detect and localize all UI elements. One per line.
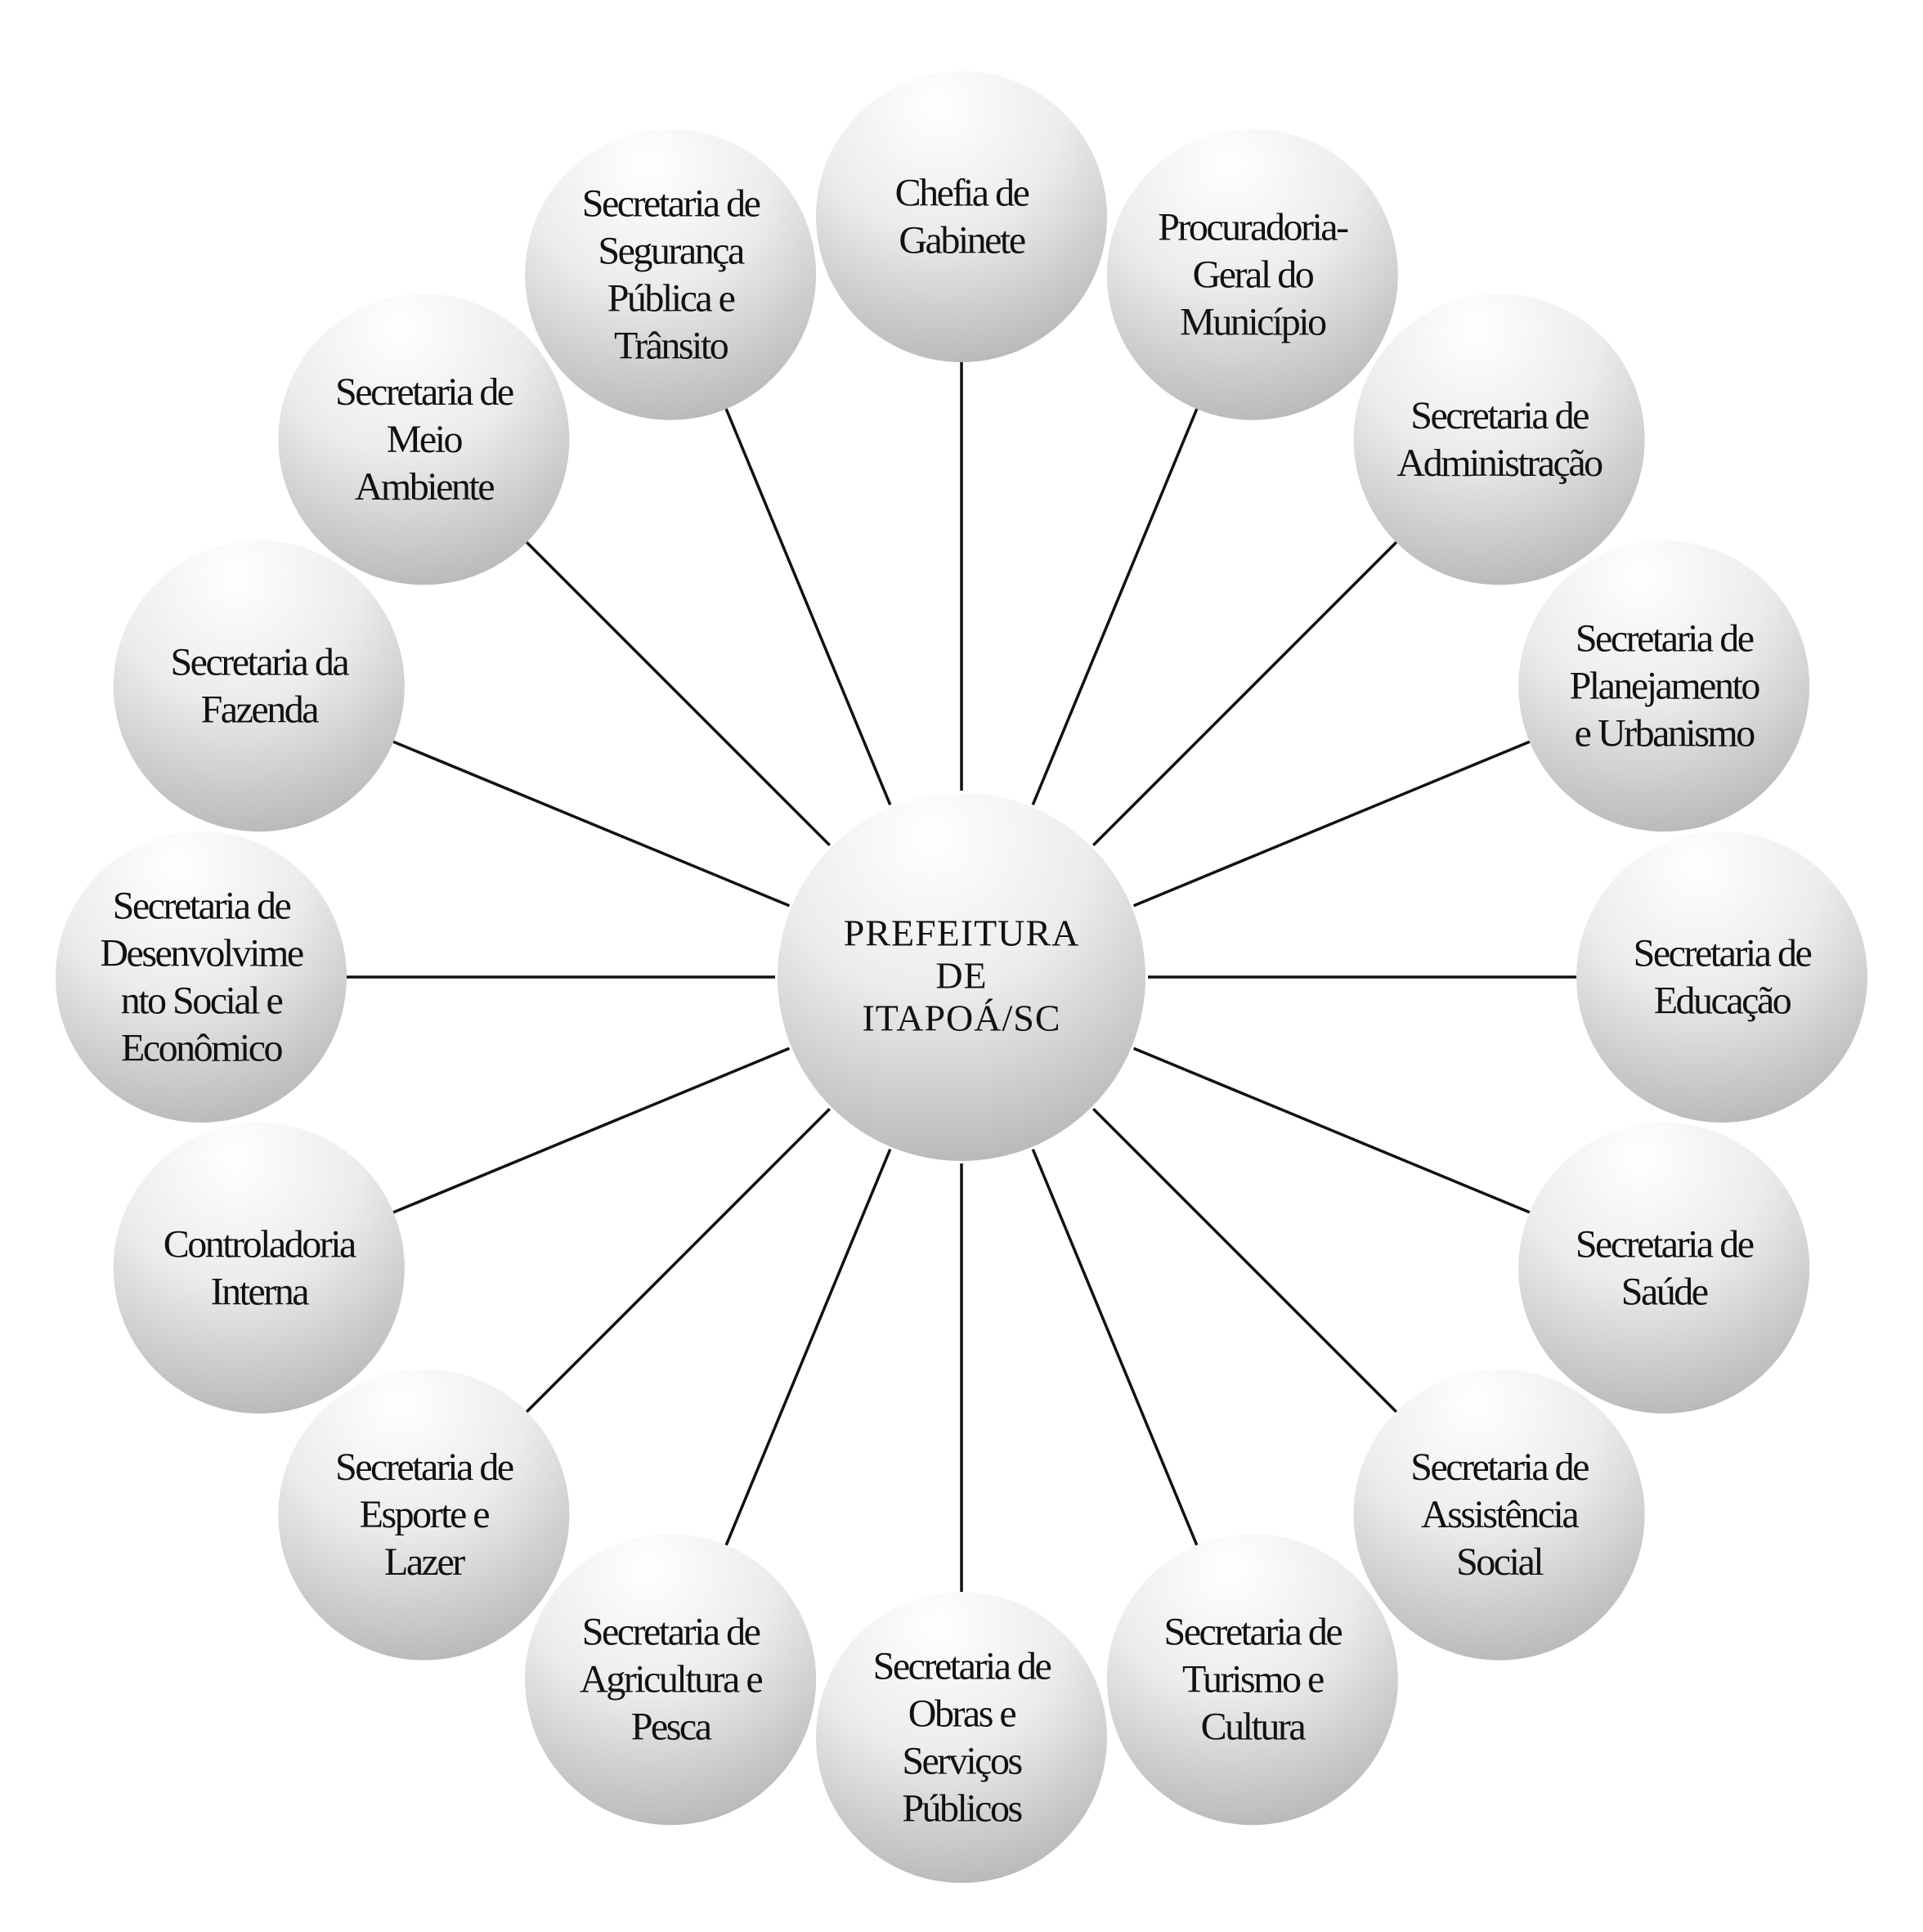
node-label-line: Secretaria de bbox=[582, 1611, 760, 1654]
node-circle bbox=[1353, 1369, 1645, 1661]
node-label-line: Planejamento bbox=[1570, 665, 1760, 708]
node-label-line: Procuradoria- bbox=[1158, 205, 1348, 249]
node-label-line: Assistência bbox=[1421, 1493, 1579, 1536]
node-circle bbox=[525, 128, 817, 420]
node-circle bbox=[816, 71, 1107, 362]
node-label-line: Lazer bbox=[384, 1540, 465, 1584]
node-circle bbox=[278, 294, 570, 585]
connector-secretaria-de-saude bbox=[1132, 1047, 1532, 1215]
node-circle bbox=[1576, 832, 1867, 1123]
node-label-line: Desenvolvime bbox=[100, 932, 303, 975]
node-circle bbox=[1106, 1534, 1398, 1826]
connector-secretaria-de-meio-ambiente bbox=[524, 540, 832, 847]
node-label-line: Meio bbox=[387, 418, 463, 461]
connector-controladoria-interna bbox=[391, 1047, 791, 1215]
node-circle bbox=[525, 1534, 817, 1826]
node-secretaria-de-administracao: Secretaria de Administração bbox=[1353, 294, 1645, 585]
connector-secretaria-de-seguranca-publica-e-transito bbox=[724, 406, 892, 806]
node-label-line: Fazenda bbox=[201, 688, 320, 732]
node-label-line: Pesca bbox=[631, 1706, 712, 1749]
node-label-line: Secretaria de bbox=[582, 182, 760, 225]
center-label-line: ITAPOÁ/SC bbox=[862, 997, 1060, 1039]
node-label-line: Agricultura e bbox=[580, 1658, 762, 1701]
node-label-line: Econômico bbox=[121, 1027, 283, 1070]
node-label-line: Públicos bbox=[902, 1787, 1021, 1831]
node-label-line: Interna bbox=[211, 1270, 310, 1313]
node-circle bbox=[1353, 294, 1645, 585]
connector-lines bbox=[345, 361, 1578, 1594]
connector-procuradoria-geral-do-municipio bbox=[1031, 406, 1199, 806]
node-label-line: Secretaria de bbox=[1576, 1222, 1754, 1266]
node-label-line: Secretaria de bbox=[1634, 932, 1812, 975]
node-circle bbox=[1518, 1122, 1810, 1414]
node-label-line: Secretaria de bbox=[1410, 1446, 1589, 1489]
connector-secretaria-da-fazenda bbox=[391, 739, 791, 908]
node-label-line: Serviços bbox=[902, 1740, 1021, 1783]
connector-secretaria-de-agricultura-e-pesca bbox=[724, 1148, 892, 1548]
node-label-line: Secretaria de bbox=[335, 370, 513, 414]
node-label-line: Pública e bbox=[607, 276, 735, 320]
node-label-line: nto Social e bbox=[121, 979, 283, 1023]
node-label-line: Gabinete bbox=[899, 219, 1024, 262]
connector-secretaria-de-esporte-e-lazer bbox=[524, 1107, 832, 1414]
node-label-line: Turismo e bbox=[1182, 1658, 1324, 1701]
node-label-line: Secretaria de bbox=[1410, 394, 1589, 437]
node-circle bbox=[278, 1369, 570, 1661]
node-label-line: Obras e bbox=[908, 1692, 1016, 1736]
node-label-line: Secretaria de bbox=[335, 1446, 513, 1489]
node-label-line: Educação bbox=[1654, 979, 1791, 1023]
center-label-line: DE bbox=[935, 955, 987, 997]
node-label-line: Geral do bbox=[1193, 253, 1314, 296]
node-label-line: Administração bbox=[1397, 442, 1603, 485]
node-circle bbox=[1518, 540, 1810, 832]
node-label-line: Secretaria de bbox=[1164, 1611, 1343, 1654]
connector-secretaria-de-turismo-e-cultura bbox=[1031, 1148, 1199, 1548]
node-label-line: Secretaria de bbox=[1576, 617, 1754, 661]
node-label-line: Chefia de bbox=[895, 172, 1029, 215]
node-circle bbox=[816, 1592, 1107, 1883]
node-circle bbox=[113, 1122, 405, 1414]
connector-secretaria-de-administracao bbox=[1091, 540, 1399, 847]
node-label-line: Secretaria da bbox=[170, 641, 349, 684]
node-label-line: Ambiente bbox=[355, 465, 494, 509]
node-label-line: Saúde bbox=[1621, 1270, 1708, 1313]
node-circle bbox=[56, 832, 347, 1123]
connector-secretaria-de-planejamento-e-urbanismo bbox=[1132, 739, 1532, 908]
node-label-line: Social bbox=[1456, 1540, 1544, 1584]
node-label-line: Secretaria de bbox=[873, 1645, 1051, 1688]
node-label-line: Segurança bbox=[598, 229, 745, 272]
node-label-line: Secretaria de bbox=[113, 885, 291, 928]
node-circle bbox=[1106, 128, 1398, 420]
node-label-line: e Urbanismo bbox=[1575, 712, 1755, 755]
node-label-line: Cultura bbox=[1201, 1706, 1307, 1749]
node-circle bbox=[113, 540, 405, 832]
center-label-line: PREFEITURA bbox=[844, 912, 1080, 954]
center-circle bbox=[778, 793, 1145, 1161]
node-label-line: Trânsito bbox=[614, 324, 728, 367]
node-label-line: Controladoria bbox=[164, 1222, 356, 1266]
node-label-line: Esporte e bbox=[360, 1493, 490, 1536]
node-label-line: Município bbox=[1180, 300, 1326, 343]
connector-secretaria-de-assistencia-social bbox=[1091, 1107, 1399, 1414]
